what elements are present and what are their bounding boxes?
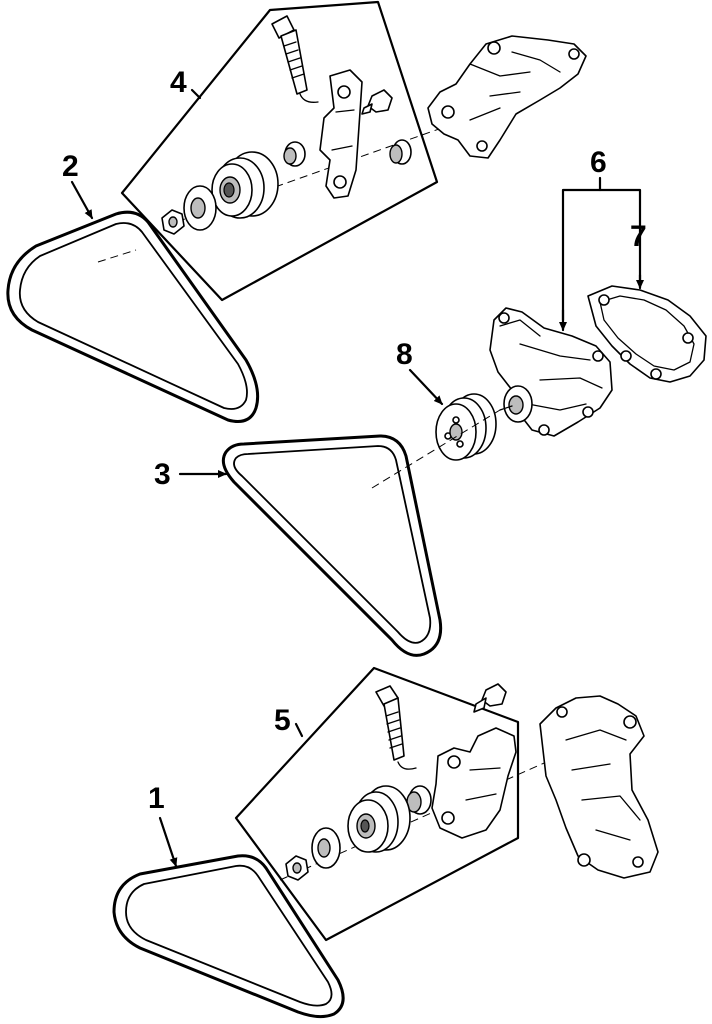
callout-7: 7: [630, 220, 647, 253]
drive-belt-2: [6, 210, 260, 423]
callout-labels: 2 4 6 7 8 3 5 1: [62, 66, 647, 815]
callout-8: 8: [396, 338, 413, 371]
callout-leaders: [70, 88, 444, 868]
lower-tensioner-bolt: [375, 685, 417, 770]
callout-5: 5: [274, 704, 291, 737]
upper-mounting-bracket: [427, 35, 587, 159]
upper-tensioner-arm: [319, 69, 363, 199]
water-pump-gasket: [587, 285, 707, 383]
upper-nut: [161, 209, 185, 235]
lower-small-bolt: [473, 683, 507, 713]
callout-6: 6: [590, 146, 607, 179]
lower-nut: [285, 855, 309, 881]
upper-group-frame: [120, 0, 439, 302]
leader-8: [408, 368, 444, 406]
upper-spacer-left: [283, 141, 306, 167]
drive-belt-1: [112, 854, 345, 1019]
tensioner-kit-lower: [234, 666, 659, 942]
callout-bracket-6-7: [561, 188, 642, 322]
leader-1: [158, 816, 178, 868]
drive-belt-3: [221, 434, 443, 657]
upper-washer: [183, 185, 217, 231]
lower-idler-pulley: [347, 785, 411, 853]
water-pump-housing: [489, 307, 613, 437]
callout-4: 4: [170, 66, 187, 99]
callout-3: 3: [154, 458, 171, 491]
lower-washer: [311, 827, 341, 869]
upper-small-bolt: [361, 89, 393, 115]
upper-tensioner-bolt: [271, 15, 319, 103]
water-pump-pulley: [435, 393, 497, 461]
lower-tensioner-bracket: [431, 727, 517, 839]
water-pump-group: [371, 176, 707, 489]
lower-mounting-bracket: [539, 695, 659, 879]
callout-1: 1: [148, 782, 165, 815]
upper-spacer-right: [389, 139, 412, 165]
lower-spacer: [406, 785, 432, 815]
lower-group-frame: [234, 666, 520, 942]
leader-4: [190, 88, 202, 100]
leader-2: [70, 180, 94, 220]
leader-5: [294, 722, 304, 738]
callout-2: 2: [62, 150, 79, 183]
tensioner-kit-upper: [120, 0, 587, 302]
upper-idler-pulley: [211, 151, 279, 219]
